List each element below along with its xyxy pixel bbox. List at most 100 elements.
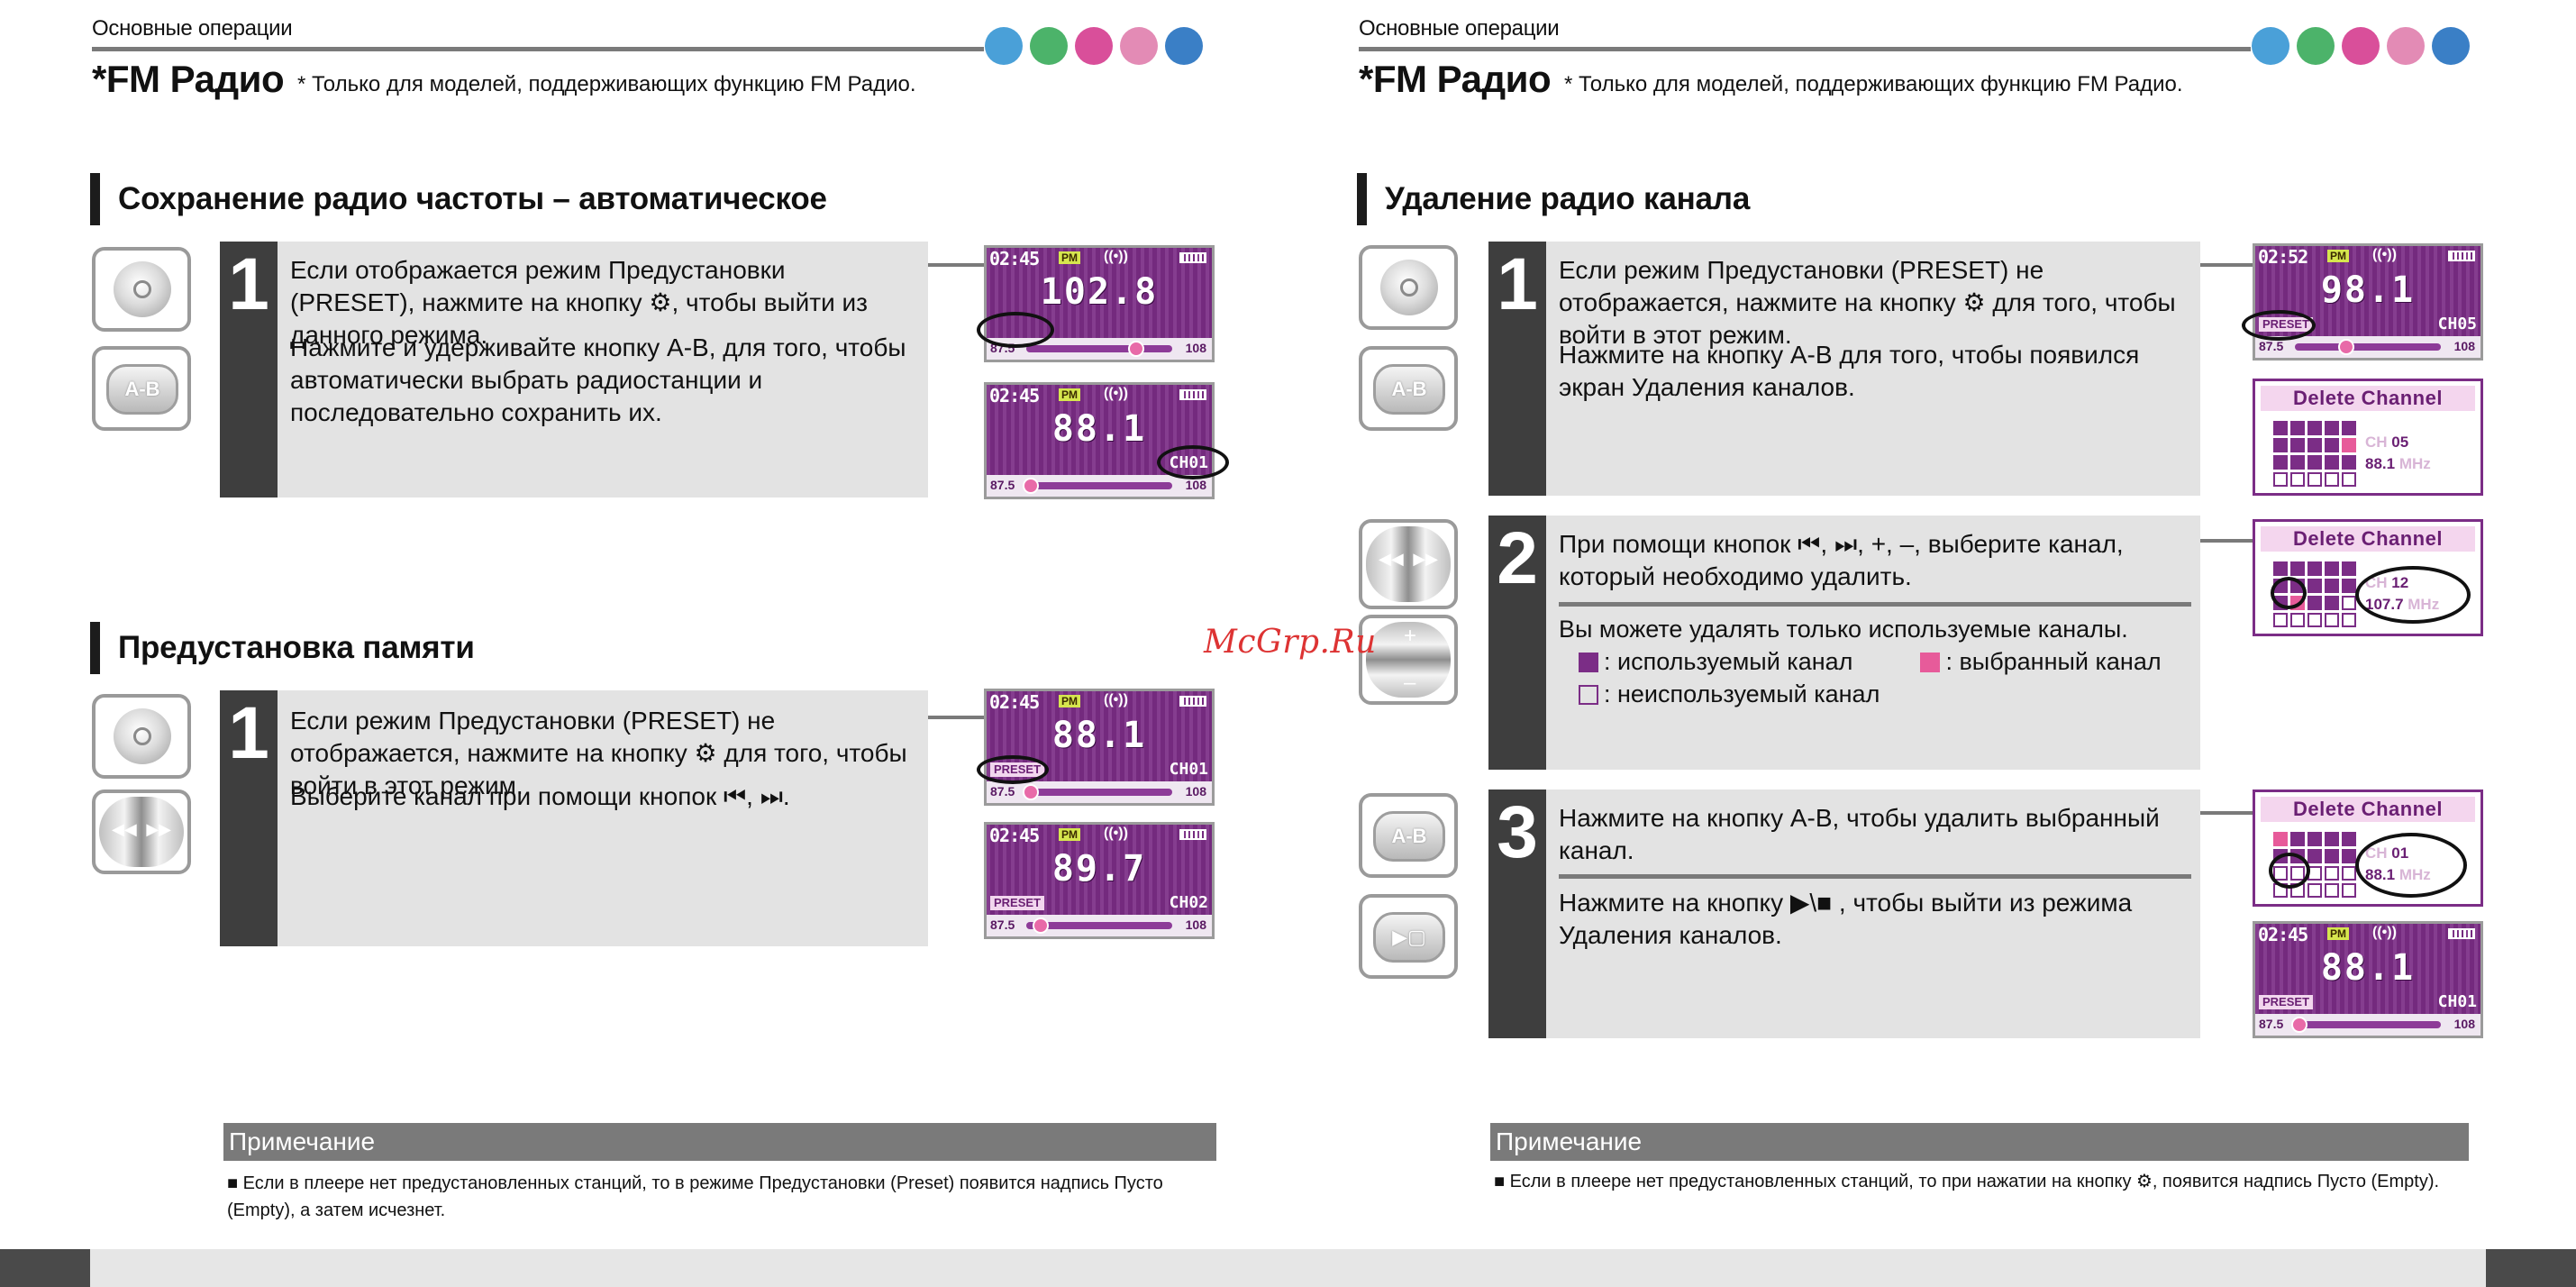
lcd-channel: CH01 xyxy=(1169,760,1208,779)
used-channel-cell xyxy=(2325,455,2339,470)
gear-icon xyxy=(1165,27,1203,65)
menu-button[interactable] xyxy=(92,247,191,332)
unused-channel-cell xyxy=(2307,613,2322,627)
step-text: Вы можете удалять только используемые ка… xyxy=(1559,616,2128,643)
step-number: 1 xyxy=(1488,242,1546,496)
lcd-channel: CH02 xyxy=(1169,893,1208,912)
header-rule xyxy=(1359,47,2251,51)
used-swatch xyxy=(1579,653,1598,672)
used-channel-cell xyxy=(2307,455,2322,470)
step-number: 2 xyxy=(1488,516,1546,770)
freq-max-label: 108 xyxy=(1185,917,1206,932)
unused-channel-cell xyxy=(2325,613,2339,627)
step-box: 1 Если отображается режим Предустановки … xyxy=(220,242,928,497)
highlight-oval xyxy=(1157,445,1229,479)
step-number: 1 xyxy=(220,242,278,497)
used-channel-cell xyxy=(2342,561,2356,576)
battery-icon xyxy=(1179,252,1206,263)
ch-label: CH xyxy=(2365,434,2392,451)
legend-used: : используемый канал xyxy=(1604,648,1853,675)
battery-icon xyxy=(1179,829,1206,840)
frequency-track xyxy=(1026,482,1172,489)
freq-max-label: 108 xyxy=(1185,478,1206,492)
used-channel-cell xyxy=(2273,561,2288,576)
step-text: Выберите канал при помощи кнопок ⏮, ⏭. xyxy=(290,782,790,810)
ab-button[interactable]: A-B xyxy=(92,346,191,431)
footer-left-block xyxy=(0,1249,90,1287)
mode-icons xyxy=(2252,27,2470,65)
footer-bar xyxy=(0,1249,2576,1287)
unused-swatch xyxy=(1579,685,1598,705)
unused-channel-cell xyxy=(2325,866,2339,881)
used-channel-cell xyxy=(2307,561,2322,576)
used-channel-cell xyxy=(2307,421,2322,435)
signal-icon: ((•)) xyxy=(1104,386,1128,401)
ab-button[interactable]: A-B xyxy=(1359,346,1458,431)
camera-icon xyxy=(2342,27,2380,65)
lcd-pm-badge: PM xyxy=(2327,927,2349,940)
used-channel-cell xyxy=(2290,455,2305,470)
menu-button[interactable] xyxy=(1359,245,1458,330)
lcd-time: 02:45 xyxy=(989,385,1040,406)
step-text: Если режим Предустановки (PRESET) не ото… xyxy=(1559,256,2176,349)
play-stop-button[interactable]: ▶▢ xyxy=(1359,894,1458,979)
signal-icon: ((•)) xyxy=(2372,925,2397,940)
frequency-track xyxy=(1026,345,1172,352)
used-channel-cell xyxy=(2325,438,2339,452)
battery-icon xyxy=(1179,389,1206,400)
unused-channel-cell xyxy=(2307,883,2322,898)
ab-button[interactable]: A-B xyxy=(1359,793,1458,878)
freq-max-label: 108 xyxy=(1185,341,1206,355)
right-page: Основные операции *FM Радио * Только для… xyxy=(1267,0,2546,1287)
page-title: *FM Радио xyxy=(1359,58,1552,100)
menu-button[interactable] xyxy=(92,694,191,779)
delete-channel-title: Delete Channel xyxy=(2261,386,2475,411)
used-channel-cell xyxy=(2307,438,2322,452)
note-text: ■ Если в плеере нет предустановленных ст… xyxy=(227,1173,1163,1220)
freq-max-label: 108 xyxy=(2453,1017,2475,1031)
connector-line xyxy=(928,716,986,719)
heading-auto-save: Сохранение радио частоты – автоматическо… xyxy=(90,173,827,225)
lcd-frequency: 88.1 xyxy=(1051,715,1147,756)
used-channel-cell xyxy=(2325,596,2339,610)
step-text: Нажмите и удерживайте кнопку A-B, для то… xyxy=(290,333,906,426)
lcd-time: 02:52 xyxy=(2258,246,2308,268)
highlight-oval xyxy=(977,312,1054,348)
frequency-thumb xyxy=(2290,1017,2307,1033)
lcd-time: 02:45 xyxy=(989,248,1040,269)
signal-icon: ((•)) xyxy=(1104,826,1128,841)
legend-row: : неиспользуемый канал xyxy=(1579,678,2182,710)
lcd-frequency: 102.8 xyxy=(1040,271,1159,313)
footer-right-block xyxy=(2486,1249,2576,1287)
lcd-frequency: 89.7 xyxy=(1051,848,1147,890)
skip-buttons[interactable]: ◀◀▶▶ xyxy=(1359,519,1458,609)
lcd-time: 02:45 xyxy=(2258,924,2308,945)
volume-buttons[interactable]: +– xyxy=(1359,615,1458,705)
note-header: Примечание xyxy=(223,1123,1216,1161)
channel-grid xyxy=(2273,421,2356,487)
ch-frequency: 88.1 xyxy=(2365,455,2396,472)
used-channel-cell xyxy=(2342,579,2356,593)
lcd-pm-badge: PM xyxy=(1059,251,1080,264)
music-note-icon xyxy=(2252,27,2289,65)
speech-icon xyxy=(1030,27,1068,65)
signal-icon: ((•)) xyxy=(1104,692,1128,707)
freq-max-label: 108 xyxy=(2453,339,2475,353)
microphone-icon xyxy=(2387,27,2425,65)
lcd-frequency: 98.1 xyxy=(2320,269,2416,311)
section-label: Основные операции xyxy=(92,16,293,41)
freq-min-label: 87.5 xyxy=(2259,1017,2284,1031)
used-channel-cell xyxy=(2273,455,2288,470)
lcd-pm-badge: PM xyxy=(1059,388,1080,401)
used-channel-cell xyxy=(2342,421,2356,435)
skip-buttons[interactable]: ◀◀▶▶ xyxy=(92,790,191,874)
separator xyxy=(1559,602,2191,607)
selected-swatch xyxy=(1920,653,1941,672)
